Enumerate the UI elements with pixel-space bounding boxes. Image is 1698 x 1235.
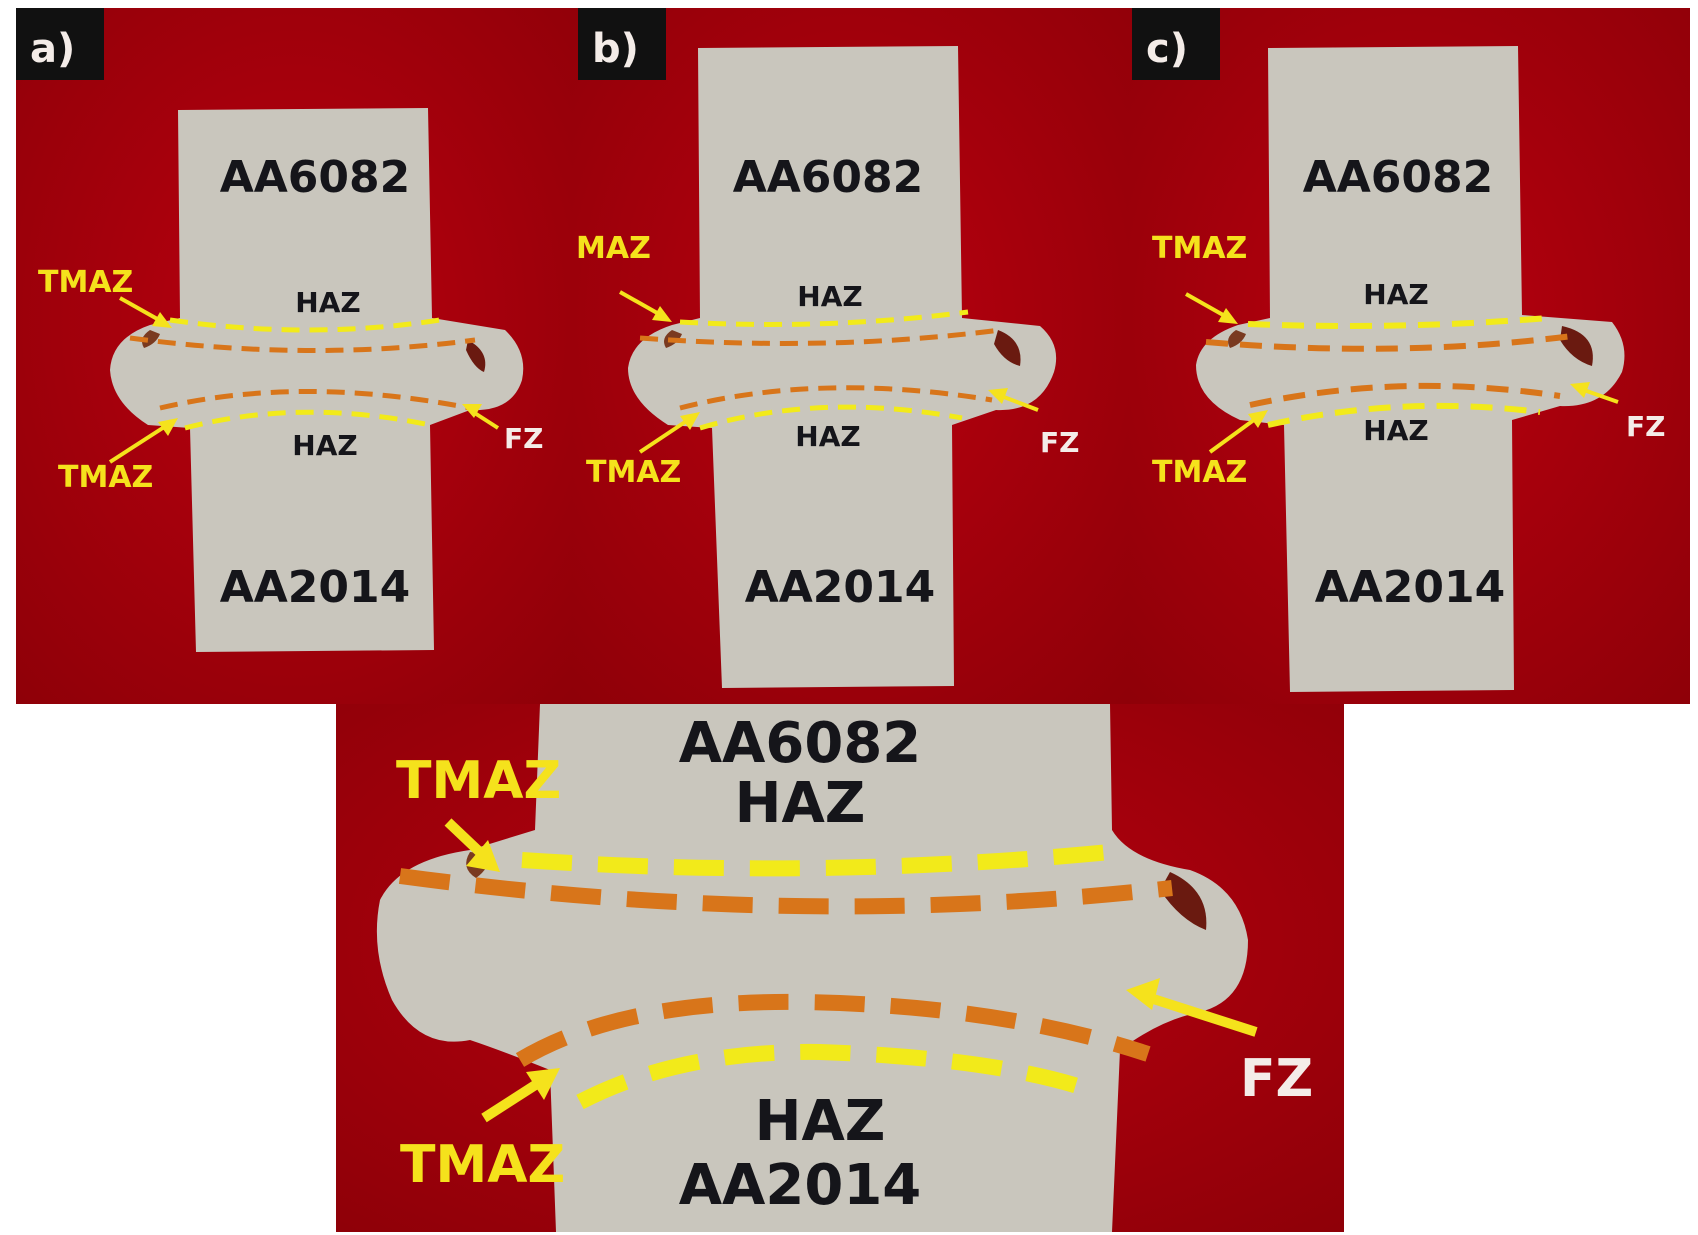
panel-b-specimen	[628, 46, 1057, 688]
panel-b-tmaz-top-arrowhead	[652, 306, 672, 322]
panel-b-fz-label: FZ	[1040, 426, 1079, 459]
panel-c-top-alloy: AA6082	[1303, 152, 1494, 203]
detail-tmaz-line-bottom	[576, 1043, 1099, 1110]
panel-b-bottom-alloy: AA2014	[745, 562, 936, 613]
detail-boundary-line-bottom	[515, 993, 1151, 1067]
detail-haz-top: HAZ	[735, 771, 866, 836]
panel-b-tmaz-bottom-label: TMAZ	[586, 455, 681, 490]
panel-b-fz-arrowhead	[988, 388, 1008, 404]
panel-b-tmaz-line-bottom	[699, 404, 963, 431]
panel-a-tmaz-bottom-label: TMAZ	[58, 460, 153, 495]
panel-b-tag-box	[578, 8, 666, 80]
panel-b-tmaz-bottom-arrowhead	[680, 412, 700, 430]
panel-c-fz-arrowhead	[1570, 382, 1590, 398]
panel-b: b) AA6082 HAZ HAZ AA2014 MAZ TMAZ FZ	[572, 8, 1128, 704]
panel-a-bottom-alloy: AA2014	[220, 562, 411, 613]
panel-c-boundary-line-bottom	[1249, 382, 1561, 408]
panel-c-fz-label: FZ	[1626, 410, 1665, 443]
panel-c: c) AA6082 HAZ HAZ AA2014 TMAZ TMAZ FZ	[1128, 8, 1690, 704]
panel-a-specimen	[110, 108, 524, 652]
detail-fz-arrow	[1142, 991, 1258, 1037]
detail-fz-label: FZ	[1240, 1049, 1313, 1109]
detail-top-alloy: AA6082	[679, 711, 922, 776]
panel-a-tmaz-line-top	[169, 317, 441, 333]
panel-c-tmaz-line-bottom	[1267, 402, 1541, 428]
panel-c-tag-box	[1132, 8, 1220, 80]
panel-c-tmaz-bottom-arrowhead	[1248, 410, 1268, 428]
panel-b-notch-right	[994, 330, 1021, 366]
panel-a-tmaz-top-arrowhead	[152, 312, 172, 328]
panel-b-boundary-line-bottom	[679, 385, 993, 411]
panel-a-tmaz-line-bottom	[184, 409, 431, 431]
panel-c-tmaz-top-arrowhead	[1218, 308, 1238, 324]
detail-bottom-alloy: AA2014	[679, 1153, 922, 1218]
panel-a-haz-top: HAZ	[295, 286, 360, 319]
panel-a-notch-left	[142, 330, 160, 348]
panel-c-bottom-alloy: AA2014	[1315, 562, 1506, 613]
panel-a-tag: a)	[30, 26, 75, 72]
detail-tmaz-top-arrowhead	[466, 840, 500, 872]
detail-panel: AA6082 HAZ HAZ AA2014 TMAZ TMAZ FZ	[336, 704, 1344, 1232]
panel-b-tmaz-line-top	[679, 309, 969, 327]
panel-a-tmaz-bottom-arrow	[108, 420, 174, 464]
detail-haz-bottom: HAZ	[755, 1089, 886, 1154]
detail-tmaz-top-label: TMAZ	[396, 751, 561, 811]
panel-c-notch-left	[1228, 330, 1246, 348]
panel-a-boundary-line-bottom	[159, 389, 471, 411]
panel-a-fz-arrowhead	[462, 404, 482, 418]
panel-a-tmaz-bottom-arrowhead	[158, 418, 178, 436]
detail-fz-arrowhead	[1126, 978, 1160, 1010]
panel-c-specimen	[1196, 46, 1625, 692]
panel-b-tmaz-top-label: MAZ	[576, 231, 651, 266]
panel-a-notch-right	[466, 340, 486, 372]
panel-a-boundary-line-top	[129, 335, 476, 354]
detail-boundary-line-top	[398, 868, 1173, 915]
panel-c-haz-bottom: HAZ	[1363, 414, 1428, 447]
panel-c-tmaz-top-label: TMAZ	[1152, 231, 1247, 266]
panel-b-boundary-line-top	[639, 327, 1001, 346]
detail-tmaz-bottom-arrowhead	[526, 1068, 560, 1100]
panel-a-fz-label: FZ	[504, 422, 543, 455]
panel-a-haz-bottom: HAZ	[292, 429, 357, 462]
panel-c-tag: c)	[1146, 26, 1188, 72]
detail-tmaz-bottom-arrow	[481, 1077, 543, 1123]
panel-c-haz-top: HAZ	[1363, 278, 1428, 311]
panel-c-notch-right	[1560, 326, 1593, 366]
panel-c-boundary-line-top	[1205, 333, 1573, 352]
panel-c-tmaz-line-top	[1247, 315, 1549, 329]
panel-b-haz-bottom: HAZ	[795, 420, 860, 453]
detail-tmaz-bottom-label: TMAZ	[400, 1135, 565, 1195]
panel-b-tag: b)	[592, 26, 639, 72]
panel-b-top-alloy: AA6082	[733, 152, 924, 203]
panel-a-top-alloy: AA6082	[220, 152, 411, 203]
panel-b-haz-top: HAZ	[797, 280, 862, 313]
detail-tmaz-line-top	[521, 844, 1111, 877]
panel-a-tag-box	[16, 8, 104, 80]
panel-c-tmaz-bottom-label: TMAZ	[1152, 455, 1247, 490]
panel-a-tmaz-top-label: TMAZ	[38, 265, 133, 300]
panel-a: a) AA6082 HAZ HAZ AA2014 TMAZ TMAZ FZ	[16, 8, 572, 704]
